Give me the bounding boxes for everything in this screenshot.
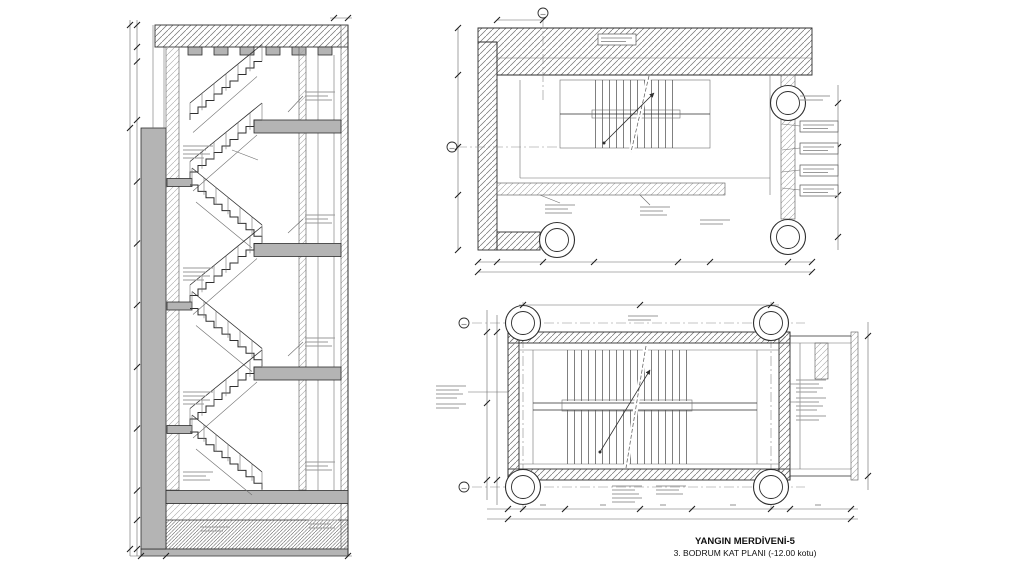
plan-subtitle: 3. BODRUM KAT PLANI (-12.00 kotu): [674, 548, 817, 558]
stair-plan-upper: [446, 7, 842, 276]
ceiling-slab: [154, 24, 349, 56]
section-ground: [140, 503, 349, 557]
plan-lower-dimensions: [483, 301, 872, 523]
section-left-wall: [140, 127, 167, 550]
plan-upper-stair: [559, 75, 711, 153]
section-inner-wall: [165, 46, 180, 491]
plan-upper-annotations: [539, 33, 839, 225]
stair-flights: [166, 44, 263, 496]
stair-direction-arrow: [603, 92, 655, 144]
stair-section-view: [126, 14, 352, 560]
plan-title: YANGIN MERDİVENİ-5: [695, 536, 796, 547]
plan-lower-stair: [519, 345, 779, 469]
section-dimensions: [126, 14, 352, 560]
stair-direction-arrow: [599, 369, 651, 453]
plan-lower-corridor: [790, 331, 859, 481]
plan-upper-lower-wall: [496, 182, 726, 196]
plan-lower-axes: [458, 317, 470, 493]
plan-upper-stub-wall: [496, 231, 541, 251]
plan-caption: YANGIN MERDİVENİ-5 3. BODRUM KAT PLANI (…: [674, 536, 817, 558]
section-mid-wall: [298, 46, 307, 491]
plan-upper-left-wall: [477, 41, 498, 251]
section-storey-lines: [317, 55, 335, 490]
section-annotations: [182, 91, 339, 532]
plan-upper-axes: [446, 7, 560, 153]
section-right-wall: [340, 24, 349, 550]
floor-slabs: [165, 119, 349, 504]
stair-plan-lower: YANGIN MERDİVENİ-5 3. BODRUM KAT PLANI (…: [435, 301, 872, 558]
plan-upper-top-wall: [477, 27, 813, 76]
plan-lower-annotations: [435, 315, 827, 503]
plan-upper-right-wall: [780, 118, 796, 220]
